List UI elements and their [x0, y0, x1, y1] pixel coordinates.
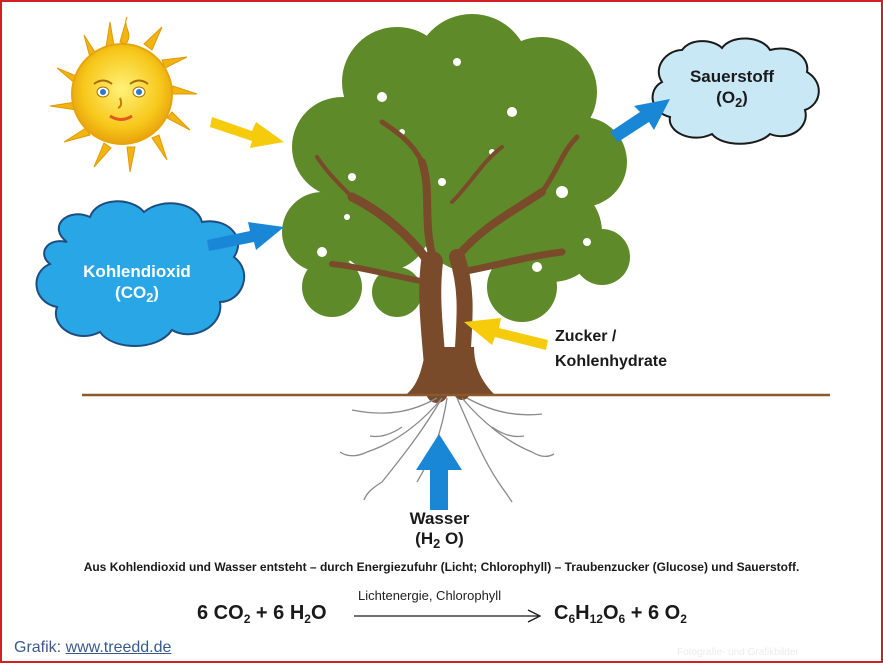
equation-condition: Lichtenergie, Chlorophyll [358, 588, 502, 603]
o2-label-formula: (O2) [716, 88, 748, 111]
co2-cloud [35, 200, 246, 347]
equation-reactants: 6 CO2 + 6 H2O [197, 602, 327, 627]
o2-cloud-label: Sauerstoff (O2) [657, 66, 807, 111]
tree-crown [282, 14, 630, 322]
water-arrow [416, 434, 462, 510]
co2-arrow [207, 222, 284, 251]
o2-label-line1: Sauerstoff [689, 67, 775, 86]
tree-base [407, 347, 494, 394]
sun-icon [49, 16, 198, 173]
water-label-line1: Wasser [409, 509, 470, 528]
caption: Aus Kohlendioxid und Wasser entsteht – d… [83, 560, 800, 574]
credit-prefix: Grafik: [14, 639, 66, 656]
sugar-label-line1: Zucker / [555, 328, 617, 345]
credit-link[interactable]: www.treedd.de [65, 639, 172, 656]
foliage-gaps [317, 58, 591, 272]
co2-label-line1: Kohlendioxid [83, 262, 191, 281]
water-label-formula: (H2 O) [415, 529, 464, 552]
equation-products: C6H12O6 + 6 O2 [554, 602, 687, 627]
water-label: Wasser (H2 O) [382, 509, 497, 552]
watermark: Fotografie- und Grafikbilder [677, 647, 799, 658]
sun-arrow [210, 117, 284, 148]
reaction-arrow [354, 609, 542, 623]
sugar-arrow [464, 318, 548, 350]
credit: Grafik: www.treedd.de [14, 639, 171, 657]
sugar-label: Zucker / Kohlenhydrate [555, 325, 667, 375]
co2-cloud-label: Kohlendioxid (CO2) [47, 261, 227, 306]
sugar-label-line2: Kohlenhydrate [555, 352, 668, 370]
co2-label-formula: (CO2) [115, 283, 159, 306]
o2-arrow [610, 99, 670, 142]
